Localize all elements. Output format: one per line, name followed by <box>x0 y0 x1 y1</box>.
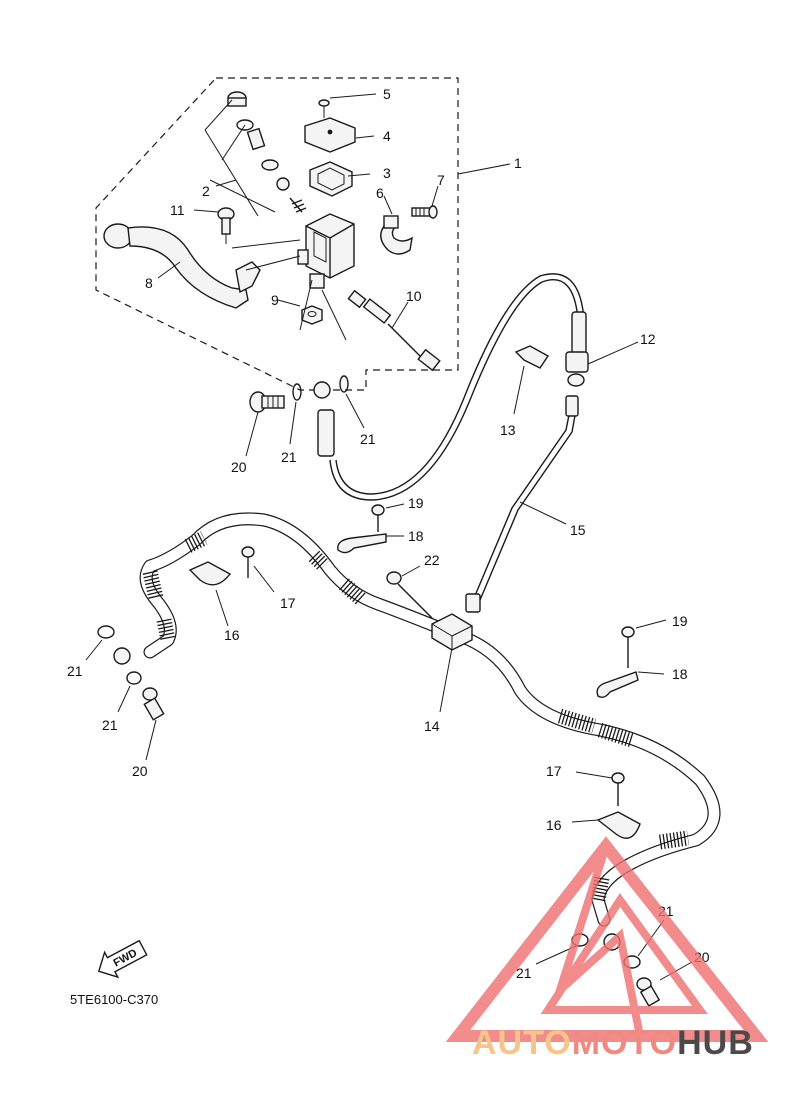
lower-brake-hose-left <box>113 512 447 665</box>
callout-labels: 1 2 3 4 5 6 7 8 9 10 11 12 13 14 15 16 1… <box>67 86 710 981</box>
guide-screw-lower <box>621 626 635 668</box>
callout-11: 11 <box>170 202 185 218</box>
watermark-text: AUTOMOTOHUB <box>472 1024 754 1062</box>
callout-20-left: 20 <box>132 763 148 779</box>
callout-3: 3 <box>383 165 391 181</box>
guide-screw-upper <box>371 504 385 532</box>
left-banjo-bolt <box>142 687 165 721</box>
cap-screw <box>318 99 330 118</box>
watermark-text-moto: MOTO <box>572 1024 677 1062</box>
three-way-joint <box>431 613 473 651</box>
callout-8: 8 <box>145 275 153 291</box>
hose-bracket <box>514 345 550 369</box>
master-cylinder-parts <box>103 91 441 372</box>
callout-6: 6 <box>376 185 384 201</box>
callout-20-top: 20 <box>231 459 247 475</box>
watermark-logo <box>445 836 769 1042</box>
callout-13: 13 <box>500 422 516 438</box>
watermark-text-hub: HUB <box>677 1024 754 1062</box>
callout-21-top-left: 21 <box>281 449 297 465</box>
upper-washers <box>292 375 349 401</box>
callout-21-right-left: 21 <box>516 965 532 981</box>
callout-22: 22 <box>424 552 440 568</box>
hose-holder-left <box>188 561 232 586</box>
brake-lever <box>103 223 261 309</box>
hose-guide-lower <box>596 671 639 699</box>
hose-joint-fitting <box>565 351 589 387</box>
left-washers <box>97 625 142 685</box>
callout-4: 4 <box>383 128 391 144</box>
holder-bolt-left <box>241 546 255 578</box>
callout-18-lower: 18 <box>672 666 688 682</box>
brake-pipe <box>465 395 579 613</box>
callout-21-left-lower: 21 <box>102 717 118 733</box>
callout-19-lower: 19 <box>672 613 688 629</box>
lower-brake-hose-right <box>453 629 721 951</box>
callout-9: 9 <box>271 292 279 308</box>
callout-19-upper: 19 <box>408 495 424 511</box>
upper-banjo-bolt <box>249 391 285 413</box>
callout-12: 12 <box>640 331 656 347</box>
callout-7: 7 <box>437 172 445 188</box>
hose-guide-upper <box>337 533 387 554</box>
callout-16-right: 16 <box>546 817 562 833</box>
diaphragm <box>309 161 353 197</box>
joint-bolt <box>386 571 433 619</box>
piston-kit <box>204 91 307 217</box>
clamp-bolt <box>411 205 438 219</box>
callout-17-left: 17 <box>280 595 296 611</box>
watermark-bolt <box>551 844 644 1037</box>
callout-1: 1 <box>514 155 522 171</box>
callout-21-left-upper: 21 <box>67 663 83 679</box>
callout-21-top-right: 21 <box>360 431 376 447</box>
right-banjo-bolt <box>636 977 661 1007</box>
reservoir-cap <box>304 117 356 153</box>
callout-15: 15 <box>570 522 586 538</box>
master-cylinder-assembly-outline <box>95 77 459 391</box>
holder-bolt-right <box>611 772 625 806</box>
watermark-triangle-inner <box>540 892 708 1014</box>
callout-10: 10 <box>406 288 422 304</box>
callout-14: 14 <box>424 718 440 734</box>
watermark-text-auto: AUTO <box>472 1024 572 1062</box>
brake-light-switch <box>347 289 441 372</box>
master-cylinder-body <box>297 213 355 289</box>
callout-17-right: 17 <box>546 763 562 779</box>
watermark-triangle-outer <box>445 836 769 1042</box>
forward-direction-arrow: FWD <box>97 939 148 979</box>
callout-2: 2 <box>202 183 210 199</box>
upper-brake-hose <box>317 273 587 501</box>
handlebar-clamp <box>380 215 413 255</box>
callout-18-upper: 18 <box>408 528 424 544</box>
lever-pivot-bolt <box>217 207 235 244</box>
callout-16-left: 16 <box>224 627 240 643</box>
hose-holder-right <box>596 811 641 839</box>
diagram-code: 5TE6100-C370 <box>70 992 158 1007</box>
callout-5: 5 <box>383 86 391 102</box>
